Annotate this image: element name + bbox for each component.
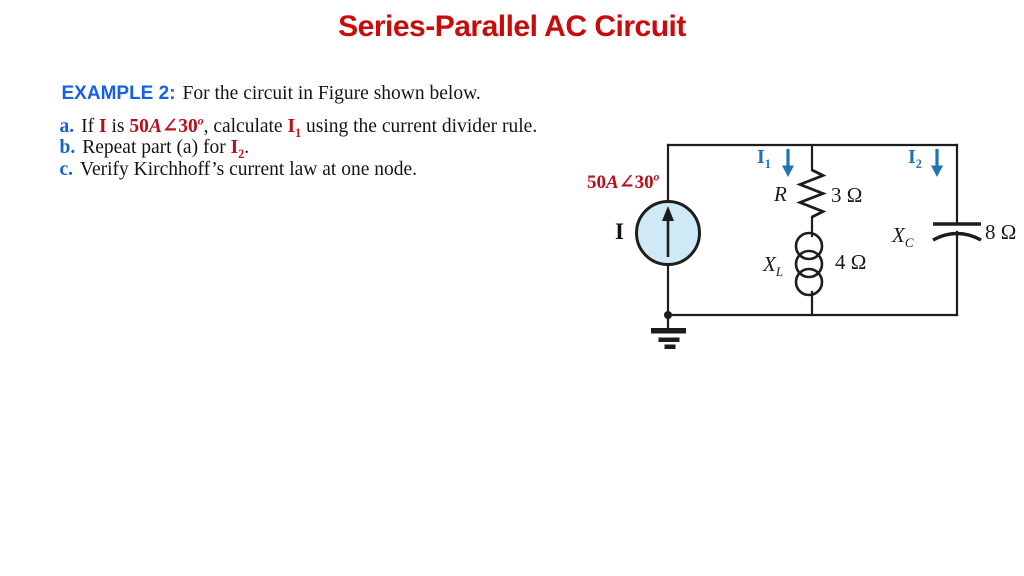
inductor-coil-2 — [794, 249, 824, 279]
resistor-symbol-label: R — [774, 182, 787, 206]
current-symbol-I1: I1 — [287, 116, 302, 140]
ground-bar-2 — [658, 337, 680, 342]
capacitor-value-label: 8 Ω — [985, 220, 1017, 244]
i2-arrow-head — [931, 165, 943, 177]
item-a-text-4: using the current divider rule. — [301, 116, 538, 137]
current-symbol-I2: I2 — [230, 137, 245, 161]
degree-superscript: o — [197, 114, 204, 128]
item-a-label: a. — [59, 116, 75, 137]
item-a-text-1: If — [81, 116, 99, 137]
item-a-text-3: , calculate — [203, 116, 288, 137]
example-line: EXAMPLE 2: For the circuit in Figure show… — [42, 61, 481, 127]
item-b-text-1: Repeat part (a) for — [82, 137, 231, 158]
example-text: For the circuit in Figure shown below. — [182, 83, 481, 104]
inductor-value-label: 4 Ω — [835, 250, 867, 274]
item-c-label: c. — [59, 159, 74, 180]
phasor-value-inline: 50A∠30o — [129, 114, 204, 138]
capacitor-symbol-label: XC — [892, 223, 914, 251]
phasor-unit: A — [148, 116, 162, 137]
item-b-label: b. — [59, 137, 76, 158]
source-arrow-head — [662, 206, 674, 221]
i1-arrow-head — [782, 165, 794, 177]
inductor-coil-3 — [794, 267, 824, 297]
phasor-angle-value: 30 — [178, 116, 198, 137]
phasor-magnitude: 50 — [129, 116, 149, 137]
example-label: EXAMPLE 2: — [61, 83, 176, 104]
resistor-value-label: 3 Ω — [831, 183, 863, 207]
current-symbol-I: I — [99, 116, 107, 137]
degree-superscript: o — [653, 171, 660, 184]
source-phasor-label: 50A∠30o — [587, 171, 660, 193]
item-a-text-2: is — [106, 116, 130, 137]
item-c-text-1: Verify Kirchhoff’s current law at one no… — [80, 159, 418, 180]
item-b-text-2: . — [244, 137, 250, 158]
ground-bar-3 — [664, 344, 676, 349]
angle-symbol: ∠ — [161, 116, 179, 137]
problem-item-c: c. Verify Kirchhoff’s current law at one … — [40, 137, 418, 203]
angle-symbol: ∠ — [618, 172, 635, 193]
problem-item-a: a. If I is 50A∠30o, calculate I1 using th… — [40, 92, 538, 163]
branch2-current-label: I2 — [908, 146, 922, 171]
ground-bar-1 — [651, 328, 686, 334]
branch1-current-label: I1 — [757, 146, 771, 171]
capacitor-curved-plate — [932, 231, 982, 242]
resistor-symbol — [796, 168, 827, 219]
inductor-coil-1 — [794, 231, 824, 261]
page-title: Series-Parallel AC Circuit — [338, 10, 686, 43]
source-current-label: I — [615, 219, 624, 244]
inductor-symbol-label: XL — [763, 252, 784, 280]
problem-item-b: b. Repeat part (a) for I2. — [40, 115, 250, 184]
